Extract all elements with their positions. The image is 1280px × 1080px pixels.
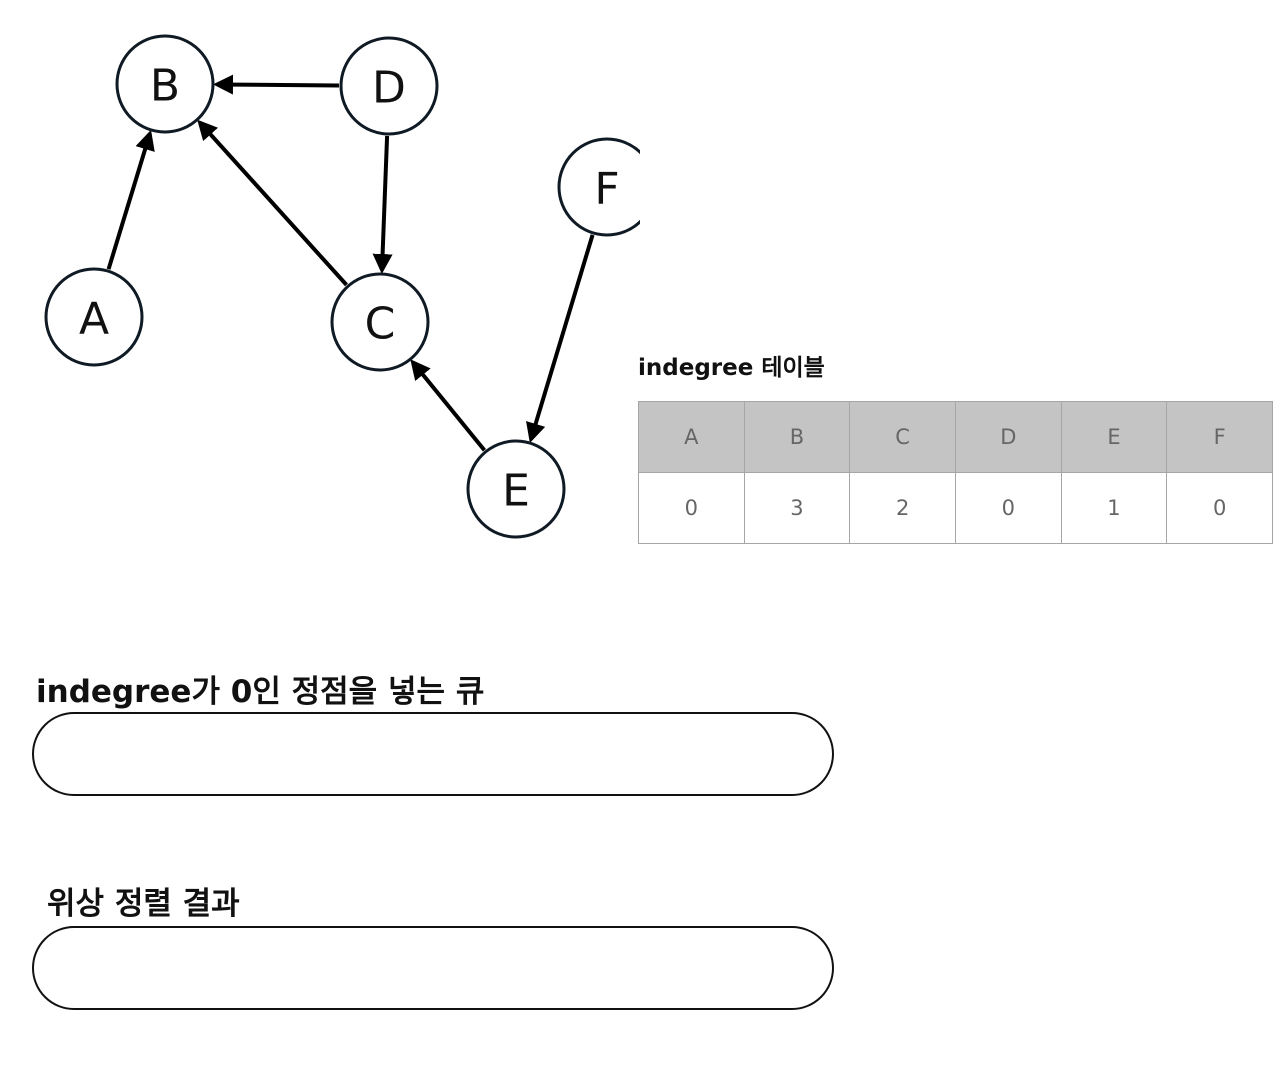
value-cell-c: 2 (849, 472, 956, 544)
node-b: B (115, 34, 215, 134)
node-e: E (466, 439, 566, 539)
queue-box (32, 712, 834, 796)
edge-c-to-b (197, 119, 348, 287)
queue-title: indegree가 0인 정점을 넣는 큐 (36, 674, 485, 710)
header-cell-e: E (1060, 401, 1168, 473)
edge-d-to-c (372, 135, 393, 275)
node-a: A (44, 267, 144, 367)
indegree-header-row: A B C D E F (638, 401, 1273, 473)
header-cell-a: A (638, 401, 745, 473)
node-circle (466, 439, 566, 539)
node-label: E (502, 466, 530, 517)
header-cell-d: D (954, 401, 1062, 473)
node-circle (115, 34, 215, 134)
node-label: B (150, 61, 180, 112)
edge-e-to-c (410, 359, 486, 452)
node-circle (44, 267, 144, 367)
indegree-table-title: indegree 테이블 (638, 355, 825, 381)
node-c: C (330, 272, 430, 372)
indegree-value-row: 0 3 2 0 1 0 (638, 472, 1273, 544)
header-cell-c: C (849, 401, 956, 473)
node-label: C (365, 299, 396, 350)
value-cell-f: 0 (1166, 472, 1273, 544)
result-box (32, 926, 834, 1010)
node-circle (339, 36, 439, 136)
edge-a-to-b (106, 129, 155, 270)
dependency-graph: A B C D E F (44, 34, 640, 539)
value-cell-d: 0 (954, 472, 1062, 544)
node-circle (557, 137, 640, 237)
indegree-table: A B C D E F 0 3 2 0 1 0 (638, 401, 1273, 544)
node-circle (330, 272, 430, 372)
header-cell-f: F (1166, 401, 1273, 473)
value-cell-a: 0 (638, 472, 745, 544)
node-label: F (594, 164, 619, 215)
node-f: F (557, 137, 640, 237)
edge-f-to-e (526, 234, 595, 444)
node-label: A (79, 294, 109, 345)
node-label: D (372, 63, 406, 114)
value-cell-b: 3 (743, 472, 851, 544)
node-d: D (339, 36, 439, 136)
edge-d-to-b (212, 74, 340, 95)
header-cell-b: B (743, 401, 851, 473)
result-title: 위상 정렬 결과 (47, 886, 240, 922)
value-cell-e: 1 (1060, 472, 1168, 544)
